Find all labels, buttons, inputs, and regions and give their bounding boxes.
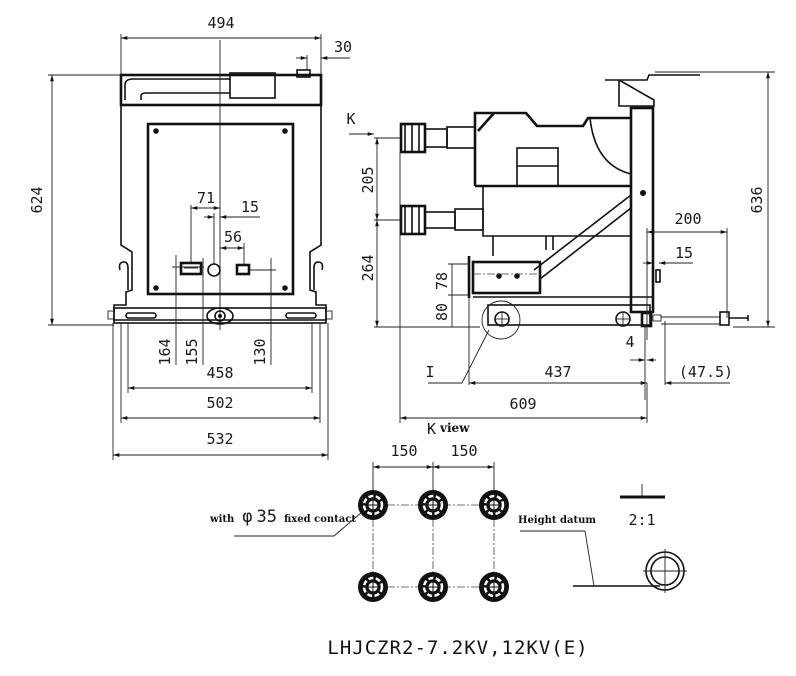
fixed-contact (358, 572, 388, 602)
side-chassis (487, 304, 651, 326)
dim-4: 4 (625, 333, 634, 351)
contact-note: with φ 35 fixed contact (209, 507, 356, 527)
dim-609: 609 (509, 395, 536, 413)
fixed-contact (358, 490, 388, 520)
contact-grid (358, 490, 509, 602)
dim-502: 502 (206, 394, 233, 412)
dim-30: 30 (334, 38, 352, 56)
fixed-contact (479, 490, 509, 520)
k-view-label-k: K (427, 420, 436, 438)
dim-130: 130 (251, 338, 269, 365)
side-frame-column (629, 106, 655, 314)
dim-437: 437 (544, 363, 571, 381)
dim-458: 458 (206, 364, 233, 382)
dim-205: 205 (359, 166, 377, 193)
dim-532: 532 (206, 430, 233, 448)
detail-i: 2:1 Height datum (518, 484, 687, 593)
dim-164: 164 (156, 338, 174, 365)
k-view: K view 150 150 with φ 35 fixed contact (209, 420, 509, 602)
contact-note-suffix: fixed contact (284, 514, 356, 525)
contact-diameter: 35 (257, 507, 277, 527)
dim-494: 494 (207, 14, 234, 32)
k-view-label-view: view (439, 421, 470, 435)
dim-155: 155 (183, 338, 201, 365)
detail-circle-i (481, 300, 521, 340)
section-marker-k: K (346, 110, 355, 128)
contact-phi-symbol: φ (242, 507, 252, 527)
fixed-contact (418, 572, 448, 602)
dim-80: 80 (433, 303, 451, 321)
dim-624: 624 (28, 186, 46, 213)
dim-200: 200 (674, 210, 701, 228)
detail-scale: 2:1 (628, 511, 655, 529)
fixed-contact (479, 572, 509, 602)
dim-78: 78 (433, 272, 451, 290)
dim-636: 636 (748, 186, 766, 213)
front-top-cap (119, 69, 323, 107)
dim-150-right: 150 (450, 442, 477, 460)
contact-note-prefix: with (209, 514, 235, 525)
dim-264: 264 (359, 254, 377, 281)
dim-15-side: 15 (675, 244, 693, 262)
dim-47-5: (47.5) (679, 363, 733, 381)
dim-71: 71 (197, 189, 215, 207)
dim-150-left: 150 (390, 442, 417, 460)
drawing-title: LHJCZR2-7.2KV,12KV(E) (327, 637, 588, 659)
height-datum-label: Height datum (518, 515, 596, 526)
lower-contact-arm (399, 204, 484, 236)
side-mount-block (471, 260, 542, 295)
dim-15: 15 (241, 198, 259, 216)
upper-contact-arm (399, 122, 476, 154)
side-view: K (346, 71, 775, 423)
detail-marker-label: I (425, 363, 434, 381)
dim-56: 56 (224, 228, 242, 246)
front-inner-panel (146, 122, 295, 296)
front-view: 494 30 624 71 15 56 164 155 130 458 (28, 14, 352, 460)
fixed-contact (418, 490, 448, 520)
side-upper-housing (473, 111, 631, 186)
